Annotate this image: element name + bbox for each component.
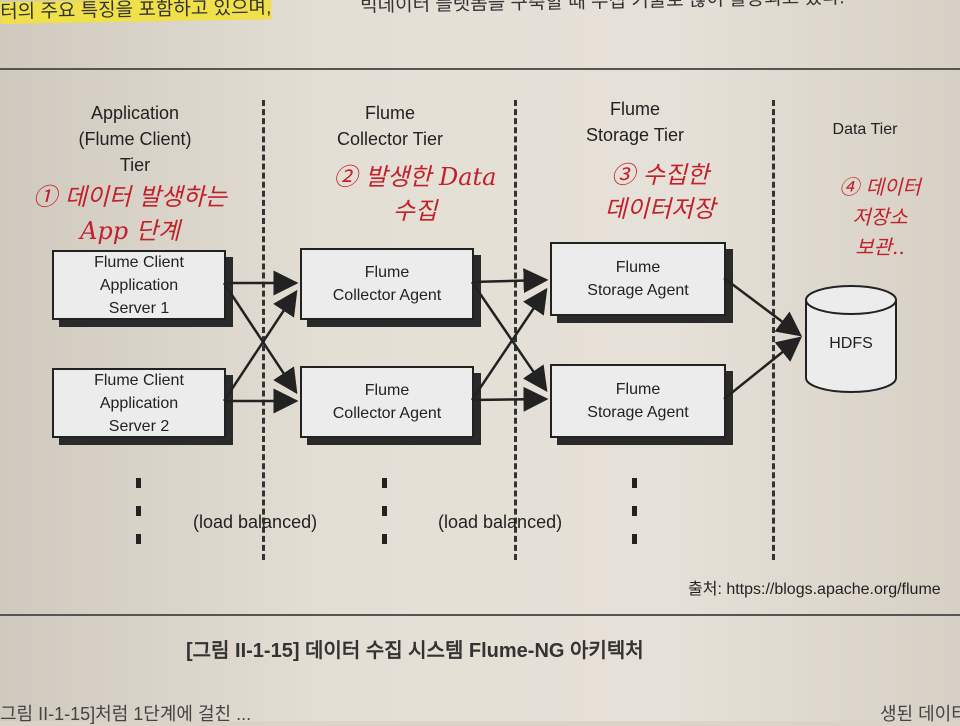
client-server-2-box: Flume Client Application Server 2 — [52, 368, 226, 438]
storage-agent-2-box: Flume Storage Agent — [550, 364, 726, 438]
figure-bottom-rule — [0, 614, 960, 616]
tier-separator-1 — [262, 100, 265, 560]
client-server-1-box: Flume Client Application Server 1 — [52, 250, 226, 320]
bottom-text-right: 생된 데이터 — [880, 704, 960, 724]
source-citation: 출처: https://blogs.apache.org/flume — [688, 581, 941, 598]
load-balanced-label-2: (load balanced) — [438, 512, 563, 532]
tier-label-storage: Flume Storage Tier — [585, 99, 685, 145]
ellipsis-dots-3 — [632, 478, 638, 562]
hdfs-label: HDFS — [829, 335, 873, 352]
ellipsis-dots-1 — [136, 478, 142, 562]
tier-separator-3 — [772, 100, 775, 560]
collector-agent-2-box: Flume Collector Agent — [300, 366, 474, 438]
handwritten-note-3: ③ 수집한 데이터저장 — [604, 161, 716, 223]
handwritten-note-2: ② 발생한 Data 수집 — [333, 163, 497, 225]
load-balanced-label-1: (load balanced) — [193, 512, 318, 532]
tier-separator-2 — [514, 100, 517, 560]
storage-agent-1-box: Flume Storage Agent — [550, 242, 726, 316]
bottom-text-left: 그림 II-1-15]처럼 1단계에 걸친 ... — [0, 704, 252, 724]
handwritten-note-1: ① 데이터 발생하는 App 단계 — [33, 183, 227, 245]
tier-label-application: Application (Flume Client) Tier — [78, 103, 192, 175]
figure-top-rule — [0, 68, 960, 70]
handwritten-note-4: ④ 데이터 저장소 보관.. — [839, 175, 921, 259]
tier-label-data: Data Tier — [832, 121, 898, 138]
hdfs-cylinder — [805, 285, 897, 393]
tier-label-collector: Flume Collector Tier — [336, 103, 444, 149]
ellipsis-dots-2 — [382, 478, 388, 562]
collector-agent-1-box: Flume Collector Agent — [300, 248, 474, 320]
figure-caption: [그림 II-1-15] 데이터 수집 시스템 Flume-NG 아키텍처 — [186, 640, 644, 662]
